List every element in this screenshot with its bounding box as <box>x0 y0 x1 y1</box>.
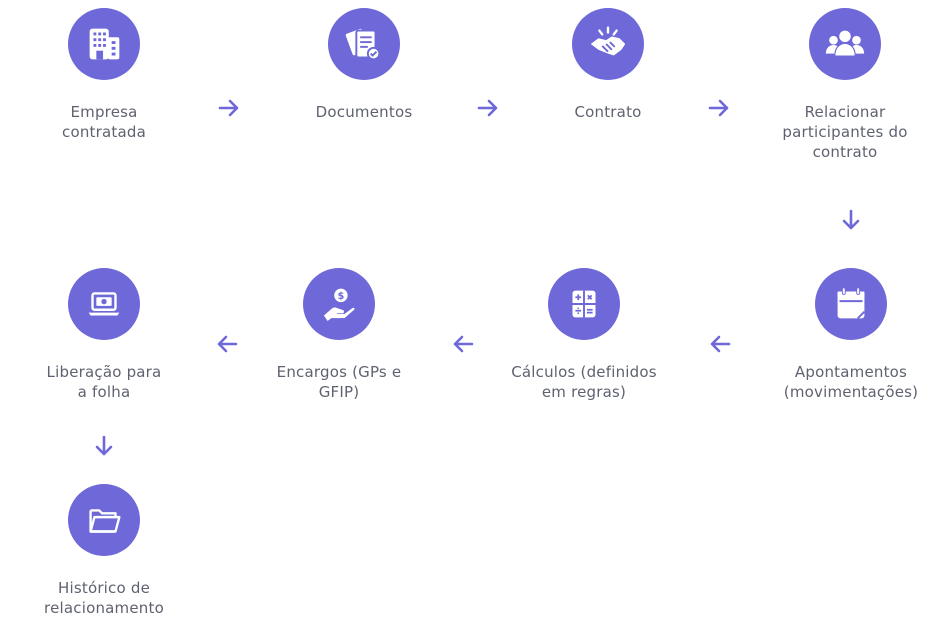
arrow-right-icon <box>216 95 242 121</box>
step-documentos: Documentos <box>284 8 444 122</box>
building-icon <box>68 8 140 80</box>
calendar-icon <box>815 268 887 340</box>
step-relacionar-participantes: Relacionar participantes do contrato <box>765 8 925 162</box>
people-group-icon <box>809 8 881 80</box>
step-liberacao: Liberação para a folha <box>24 268 184 402</box>
arrow-down-icon <box>838 207 864 233</box>
calculator-icon <box>548 268 620 340</box>
folder-open-icon <box>68 484 140 556</box>
step-encargos: $ Encargos (GPs e GFIP) <box>259 268 419 402</box>
step-apontamentos: Apontamentos (movimentações) <box>771 268 931 402</box>
step-label: Contrato <box>574 103 642 121</box>
step-label: Liberação para a folha <box>46 363 162 401</box>
arrow-left-icon <box>707 331 733 357</box>
arrow-down-icon <box>91 433 117 459</box>
step-label: Encargos (GPs e GFIP) <box>276 363 402 401</box>
svg-text:$: $ <box>338 291 345 302</box>
step-label: Histórico de relacionamento <box>44 579 164 617</box>
hand-coin-icon: $ <box>303 268 375 340</box>
documents-icon <box>328 8 400 80</box>
step-label: Cálculos (definidos em regras) <box>511 363 657 401</box>
arrow-left-icon <box>214 331 240 357</box>
arrow-right-icon <box>706 95 732 121</box>
step-historico: Histórico de relacionamento <box>24 484 184 618</box>
step-label: Empresa contratada <box>62 103 146 141</box>
step-label: Apontamentos (movimentações) <box>783 363 919 401</box>
step-calculos: Cálculos (definidos em regras) <box>504 268 664 402</box>
handshake-icon <box>572 8 644 80</box>
step-label: Documentos <box>315 103 413 121</box>
step-contrato: Contrato <box>528 8 688 122</box>
step-label: Relacionar participantes do contrato <box>782 103 908 161</box>
arrow-left-icon <box>450 331 476 357</box>
step-empresa-contratada: Empresa contratada <box>24 8 184 142</box>
arrow-right-icon <box>475 95 501 121</box>
laptop-money-icon <box>68 268 140 340</box>
